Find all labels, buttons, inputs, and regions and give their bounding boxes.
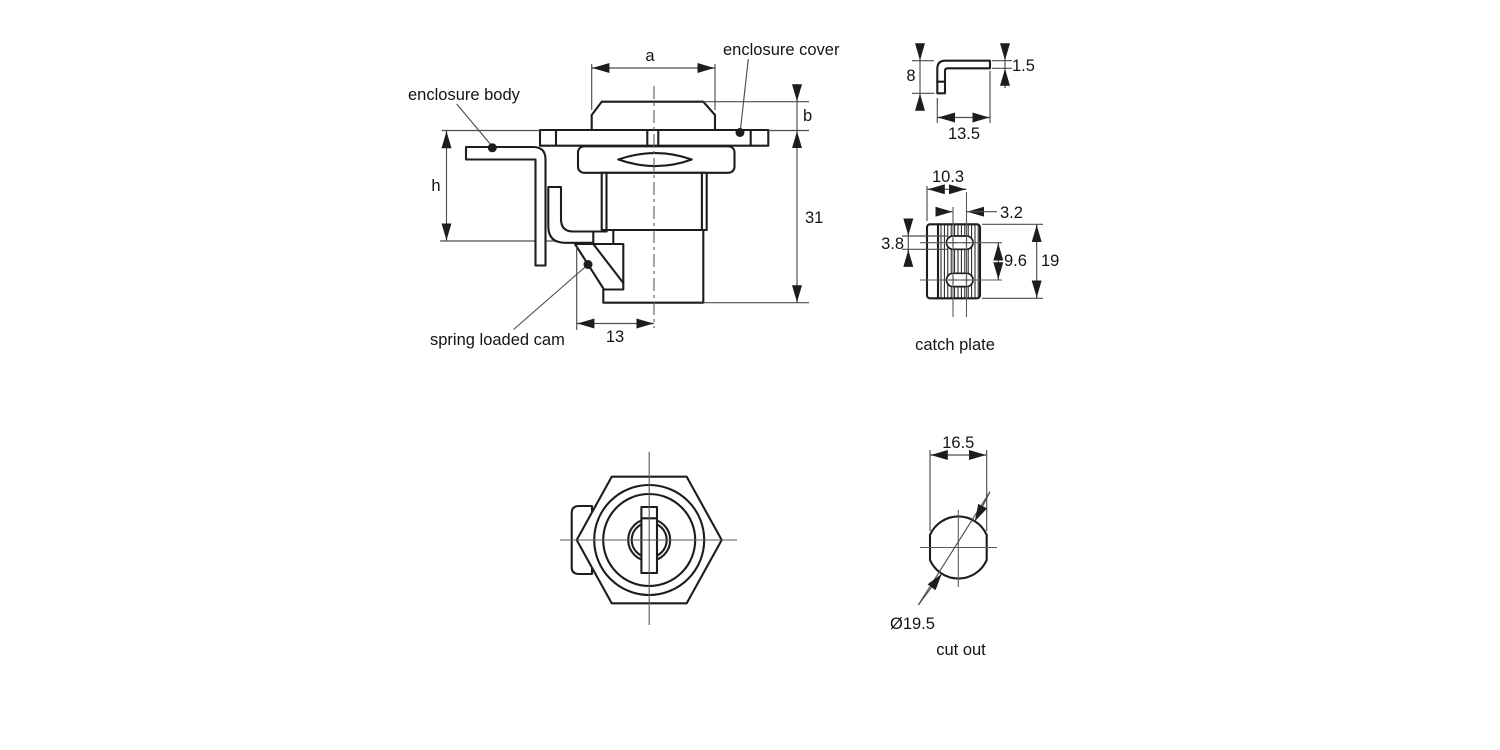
- cam-face-inner-edge: [592, 242, 625, 285]
- dim-diameter: Ø19.5: [890, 491, 991, 633]
- dim-h: h: [431, 129, 540, 241]
- label-enclosure-cover: enclosure cover: [723, 41, 840, 137]
- dim-19-label: 19: [1041, 252, 1059, 270]
- cam-angled-face: [573, 242, 625, 291]
- thread-relief-lines: [605, 171, 703, 232]
- lock-head: [590, 100, 717, 132]
- dim-9-6: 9.6: [993, 242, 1027, 280]
- dim-h-label: h: [431, 177, 440, 195]
- dim-31-label: 31: [805, 209, 823, 227]
- dim-8: 8: [906, 43, 935, 111]
- dim-b-label: b: [803, 107, 812, 125]
- dim-10-3-label: 10.3: [932, 168, 964, 186]
- dim-diameter-label: Ø19.5: [890, 615, 935, 633]
- dim-13-label: 13: [606, 328, 624, 346]
- bracket-profile: [936, 59, 992, 95]
- cutout-caption: cut out: [936, 641, 986, 659]
- dim-3-8-label: 3.8: [881, 235, 904, 253]
- front-view: [560, 451, 737, 625]
- dim-8-label: 8: [906, 67, 915, 85]
- front-view-centerlines: [560, 451, 737, 625]
- hex-nut: [576, 145, 736, 174]
- dim-3-2-label: 3.2: [1000, 204, 1023, 222]
- leader-dot-body: [487, 143, 497, 153]
- dim-1-5-label: 1.5: [1012, 57, 1035, 75]
- side-view: a b 31 h 13: [408, 41, 840, 349]
- dim-3-8: 3.8: [881, 218, 948, 267]
- dim-10-3: 10.3: [926, 168, 967, 221]
- leader-dot-cover: [735, 128, 745, 137]
- cover-plate-end-caps: [554, 128, 752, 147]
- enclosure-body-bracket: [464, 145, 547, 267]
- cutout-view: 16.5 Ø19.5 cut out: [890, 434, 997, 659]
- label-spring-loaded-cam: spring loaded cam: [430, 260, 593, 349]
- enclosure-cover-text: enclosure cover: [723, 41, 840, 59]
- spring-loaded-cam-text: spring loaded cam: [430, 331, 565, 349]
- catch-plate-centerlines: [920, 192, 1002, 317]
- neck-lines: [646, 128, 660, 149]
- dim-a-label: a: [645, 47, 655, 65]
- hex-nut-facet: [617, 152, 693, 168]
- leader-dot-cam: [583, 260, 593, 269]
- cutout-centerlines: [920, 510, 997, 587]
- dim-3-2: 3.2: [935, 204, 1023, 222]
- dim-13: 13: [576, 247, 654, 346]
- catch-plate-caption: catch plate: [915, 336, 995, 354]
- dim-19: 19: [982, 223, 1059, 299]
- dim-1-5: 1.5: [992, 43, 1035, 88]
- dim-13-5-label: 13.5: [948, 125, 980, 143]
- dim-9-6-label: 9.6: [1004, 252, 1027, 270]
- catch-plate-profile-view: 8 1.5 13.5: [906, 43, 1035, 143]
- dim-13-5: 13.5: [936, 71, 991, 143]
- enclosure-body-text: enclosure body: [408, 86, 521, 104]
- dim-a: a: [591, 47, 716, 110]
- catch-plate-view: 10.3 3.2 3.8 9.6 19 cat: [881, 168, 1059, 354]
- serration-hatch: [940, 225, 979, 298]
- label-enclosure-body: enclosure body: [408, 86, 521, 153]
- dim-16-5-label: 16.5: [942, 434, 974, 452]
- dim-b-31: b 31: [703, 84, 823, 304]
